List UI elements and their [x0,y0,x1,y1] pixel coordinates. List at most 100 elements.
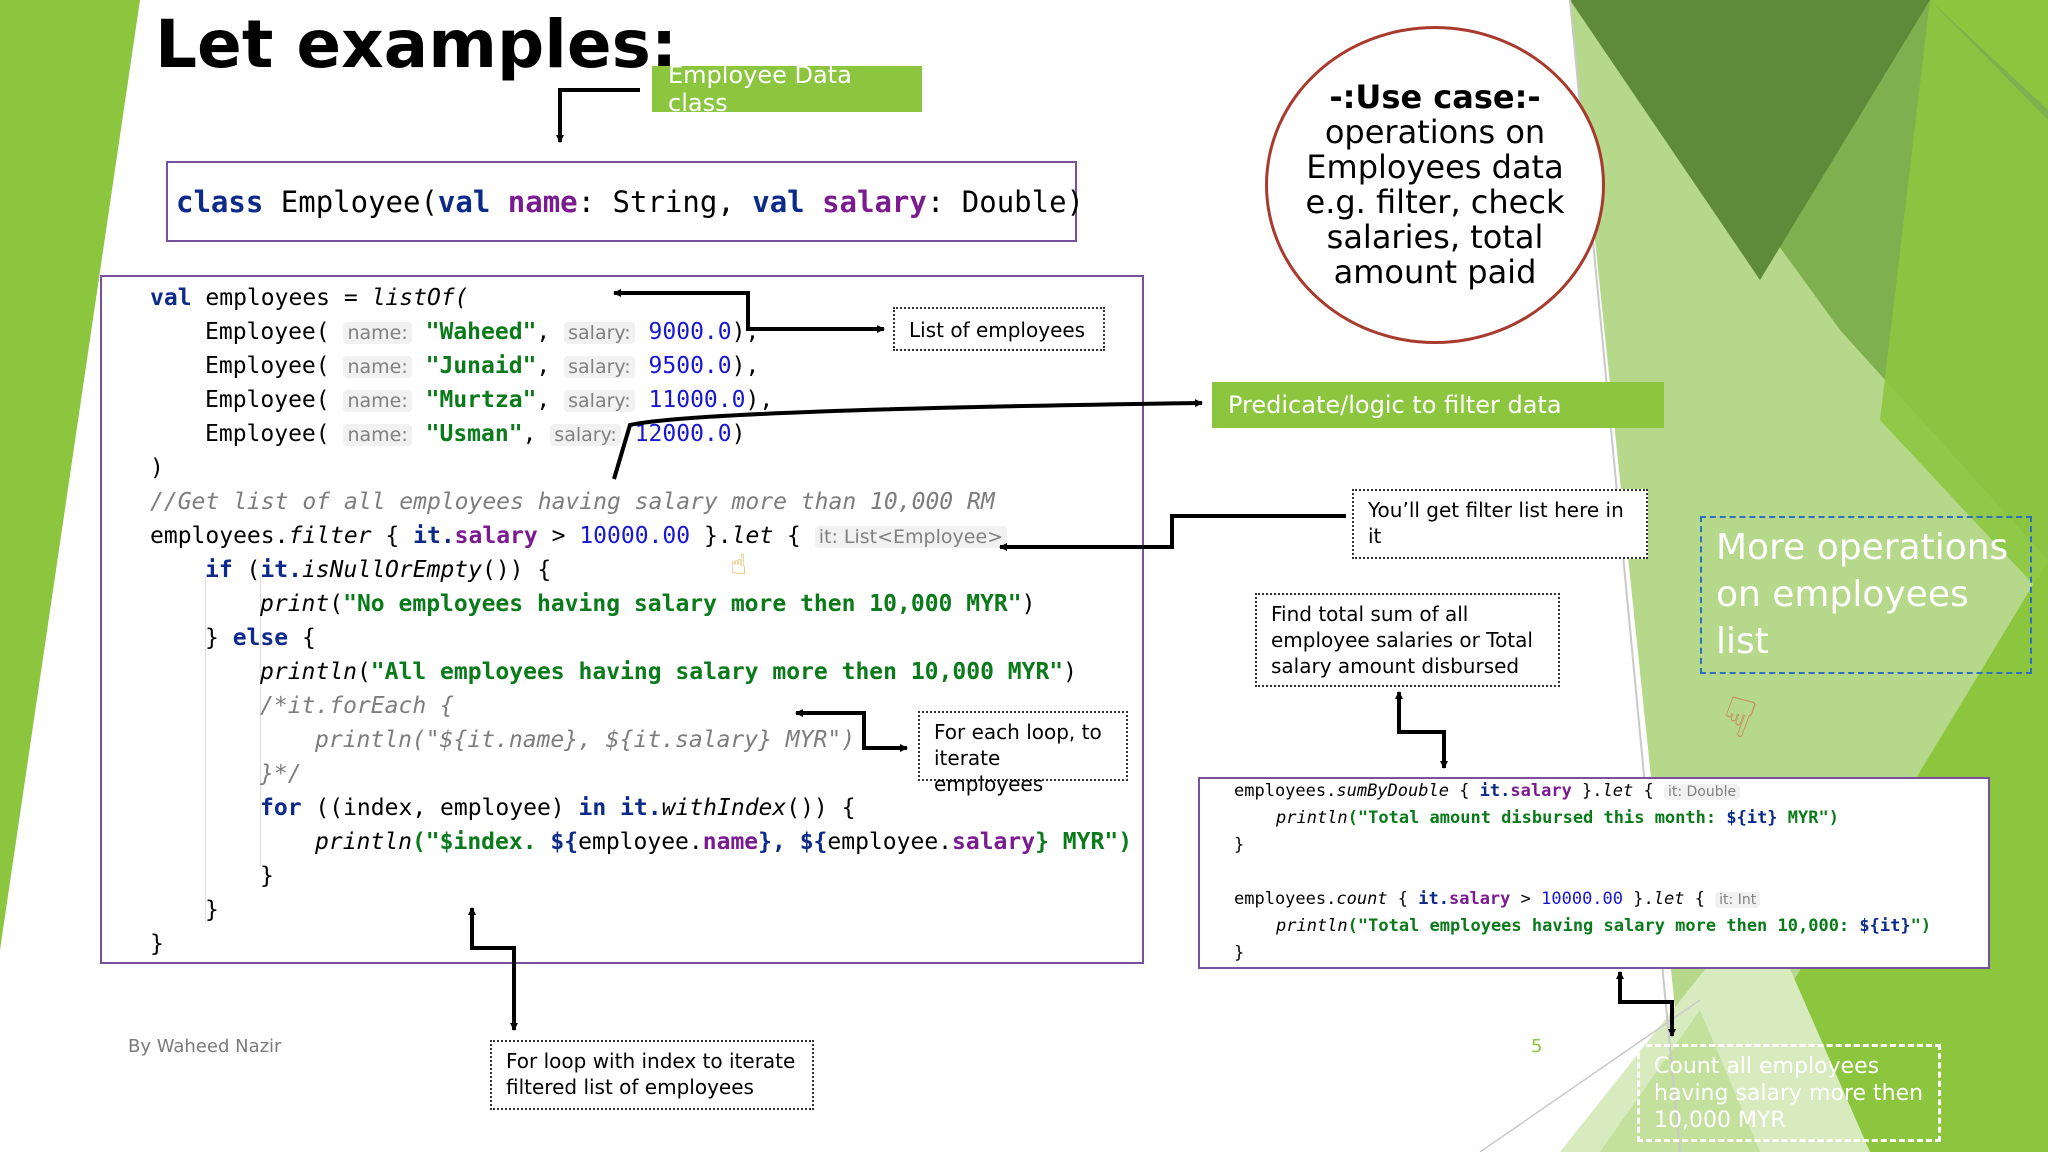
prop-salary: salary [952,829,1036,855]
type-hint: it: List<Employee> [814,526,1008,548]
code-text: employee. [827,829,953,855]
count-all-callout: Count all employees having salary more t… [1637,1044,1941,1142]
prop-salary: salary [822,185,927,219]
string-literal: "No employees having salary more then 10… [343,591,1022,617]
code-comment-foreach-3: }*/ [260,761,302,787]
code-text: ()) { [481,557,552,583]
code-brace: } [1234,835,1245,855]
code-line-close-paren: ) [150,455,164,481]
code-line-println: println("All employees having salary mor… [260,659,1078,685]
code-text: } [205,625,233,651]
code-text: }. [690,523,732,549]
code-line-println-count: println("Total employees having salary m… [1276,916,1931,936]
kw-else: else [232,625,289,651]
code-line-employee-3: Employee( name: "Murtza", salary: 11000.… [205,387,773,413]
more-operations-box: More operations on employees list [1700,516,2032,674]
string-literal: "Usman" [425,421,523,447]
number-literal: 10000.00 [579,523,691,549]
arrow-find-total-down [1397,696,1448,769]
template-open: ${ [799,829,828,855]
fn-filter: filter [288,523,372,549]
code-line-employee-4: Employee( name: "Usman", salary: 12000.0… [205,421,746,447]
fn-print: print [260,591,330,617]
param-hint: name: [343,424,412,446]
code-text: { [371,523,414,549]
param-hint: name: [343,356,412,378]
predicate-label: Predicate/logic to filter data [1212,382,1664,428]
string-literal: "Waheed" [425,319,537,345]
arrow-foreach [796,711,908,752]
type-double: : Double) [926,185,1084,219]
code-line-for: for ((index, employee) in it.withIndex()… [260,795,855,821]
code-comment-foreach-1: /*it.forEach { [260,693,454,719]
code-text: employee. [578,829,703,855]
kw-class: class [176,185,264,219]
code-brace: } [1234,943,1245,963]
arrow-class-label [556,88,640,143]
prop-salary: salary [454,523,538,549]
code-text: { [1387,889,1419,909]
template-close: }, [758,829,800,855]
fn-isnullorempty: isNullOrEmpty [301,557,482,583]
kw-if: if [205,557,233,583]
filter-list-callout: You’ll get filter list here in it [1352,489,1648,559]
code-text: employees. [1234,781,1337,801]
code-comment-foreach-2: println("${it.name}, ${it.salary} MYR") [315,727,856,753]
code-text: { [1633,781,1664,801]
aggregate-code-box: employees.sumByDouble { it.salary }.let … [1198,777,1990,969]
kw-it: it. [413,523,455,549]
param-hint: salary: [564,390,635,412]
code-text: ), [745,387,774,413]
number-literal: 9500.0 [648,353,732,379]
string-literal: ") [1910,916,1932,936]
code-text: employees = [191,285,372,311]
param-hint: salary: [564,356,635,378]
arrow-list-of-employees [614,291,885,333]
template-expr: ${it} [1859,916,1911,936]
param-hint: salary: [550,424,621,446]
prop-salary: salary [1448,889,1511,909]
code-text: Employee( [205,421,330,447]
class-name: Employee( [280,185,438,219]
param-hint: name: [343,322,412,344]
foreach-callout: For each loop, to iterate employees [918,711,1128,796]
string-literal: } MYR") [1035,829,1133,855]
for-loop-index-callout: For loop with index to iterate filtered … [490,1040,814,1110]
code-text: ()) { [786,795,856,821]
code-text: > [537,523,580,549]
number-literal: 11000.0 [648,387,746,413]
use-case-body: operations on Employees data e.g. filter… [1305,113,1565,291]
type-string: : String, [577,185,753,219]
kw-for: for [260,795,302,821]
code-text: ), [731,319,760,345]
template-expr: ${it} [1726,808,1778,828]
code-text: employees. [150,523,289,549]
slide-title: Let examples: [155,6,678,83]
code-line-listof: val employees = listOf( [150,285,469,311]
code-text: }. [1571,781,1603,801]
arrow-for-loop-index [470,912,518,1031]
string-literal: ("$index. [411,829,551,855]
arrow-count-all [1618,975,1676,1037]
fn-withindex: withIndex [661,795,787,821]
code-line-println-index: println("$index. ${employee.name}, ${emp… [315,829,1132,855]
author-footer: By Waheed Nazir [128,1036,282,1057]
fn-listof: listOf( [371,285,469,311]
code-text: ( [232,557,261,583]
arrow-filter-list [999,514,1346,551]
code-text: , [536,387,551,413]
code-text: { [1684,889,1716,909]
template-open: ${ [550,829,579,855]
number-literal: 12000.0 [634,421,732,447]
code-text: Employee( [205,319,330,345]
kw-val: val [752,185,805,219]
type-hint: it: Double [1663,784,1741,800]
kw-in: in [578,795,607,821]
kw-it: it. [1479,781,1511,801]
string-literal: "Junaid" [425,353,537,379]
class-declaration-box: class Employee(val name: String, val sal… [166,161,1084,242]
fn-let: let [1602,781,1634,801]
fn-count: count [1336,889,1388,909]
code-text: { [1448,781,1480,801]
